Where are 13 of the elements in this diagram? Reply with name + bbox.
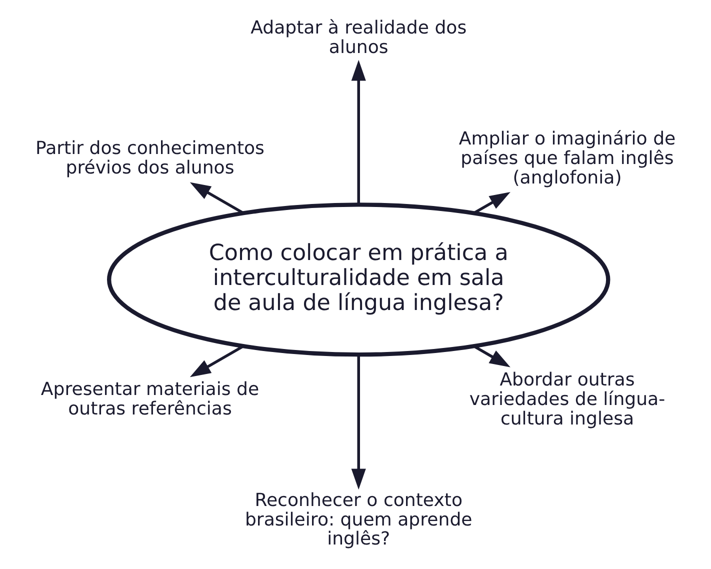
arrow: [190, 345, 244, 378]
node-text: Adaptar à realidade dos alunos: [250, 18, 467, 58]
arrow: [473, 345, 510, 368]
node-text: Reconhecer o contexto brasileiro: quem aprende inglês?: [244, 490, 472, 550]
node-ellipse: Como colocar em prática a interculturalidade em sala de aula de língua inglesa?: [107, 202, 610, 357]
node-text: Apresentar materiais de outras referências: [40, 379, 260, 420]
node-text: Partir dos conhecimentos prévios dos alunos: [36, 138, 264, 179]
arrow: [473, 192, 510, 214]
node-text: Ampliar o imaginário de países que falam inglês (anglofonia): [458, 128, 676, 188]
arrow: [190, 182, 244, 214]
node-text: Abordar outras variedades de língua-cultura inglesa: [469, 369, 666, 430]
arrow: [351, 354, 366, 490]
arrow: [351, 60, 366, 205]
